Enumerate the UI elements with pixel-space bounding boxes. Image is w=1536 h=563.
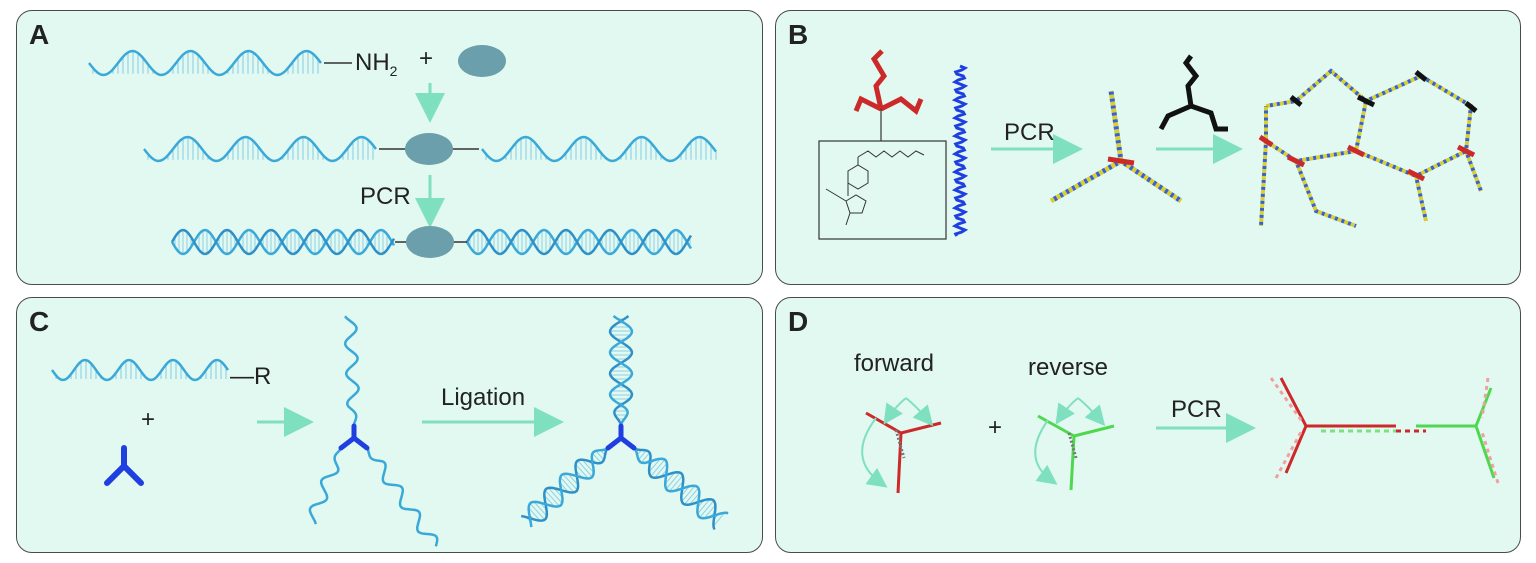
dna-network-icon	[1258, 68, 1483, 228]
pcr-label: PCR	[1171, 396, 1222, 423]
forward-trimer-icon	[865, 411, 942, 494]
blue-strand-icon	[951, 64, 969, 237]
forward-arrows-icon	[861, 397, 934, 488]
reverse-label: reverse	[1028, 354, 1109, 381]
panel-b: B	[775, 10, 1521, 285]
strand-arm-icon	[365, 447, 439, 547]
panel-a: A NH2 + PCR	[16, 10, 763, 285]
panel-b-diagram	[818, 49, 1483, 240]
panel-label: B	[788, 19, 809, 50]
panel-c: C —R + Ligation	[16, 297, 763, 553]
plus-sign: +	[419, 45, 434, 72]
plus-sign: +	[988, 414, 1003, 441]
red-trimer-icon	[853, 49, 924, 116]
black-trimer-icon	[1158, 54, 1228, 132]
reverse-trimer-icon	[1037, 414, 1115, 491]
y-dna-icon	[1049, 90, 1183, 204]
trimer-core-icon	[605, 423, 637, 451]
dna-strand-icon	[50, 358, 230, 382]
strand-arm-icon	[343, 315, 360, 427]
panel-label: C	[29, 306, 50, 337]
ligation-label: Ligation	[441, 384, 526, 411]
panel-label: A	[29, 19, 50, 50]
dna-strand-icon	[143, 135, 377, 163]
double-helix-icon	[465, 228, 693, 256]
dna-strand-icon	[481, 135, 717, 163]
panel-c-diagram	[50, 314, 729, 547]
r-label: —R	[230, 363, 272, 390]
double-helix-arm-icon	[520, 446, 609, 528]
double-helix-icon	[170, 228, 396, 256]
panel-a-diagram	[88, 45, 717, 258]
double-helix-arm-icon	[633, 446, 729, 530]
trimer-core-icon	[338, 423, 370, 451]
panel-d-diagram	[861, 377, 1500, 494]
plus-sign: +	[141, 406, 156, 433]
particle-icon	[458, 45, 506, 77]
trimer-core-icon	[104, 445, 144, 486]
particle-icon	[405, 133, 453, 165]
pcr-label: PCR	[360, 183, 411, 210]
particle-icon	[406, 226, 454, 258]
double-helix-arm-icon	[608, 314, 634, 427]
nh2-label: NH2	[355, 49, 398, 79]
nucleotide-structure-icon	[825, 150, 925, 226]
panel-d: D	[775, 297, 1521, 553]
forward-label: forward	[854, 350, 935, 377]
dimer-product-icon	[1269, 377, 1500, 484]
strand-arm-icon	[308, 447, 343, 525]
panel-label: D	[788, 306, 809, 337]
pcr-label: PCR	[1004, 119, 1055, 146]
structure-box	[818, 140, 947, 240]
reverse-arrows-icon	[1034, 397, 1106, 485]
dna-strand-icon	[88, 49, 322, 77]
